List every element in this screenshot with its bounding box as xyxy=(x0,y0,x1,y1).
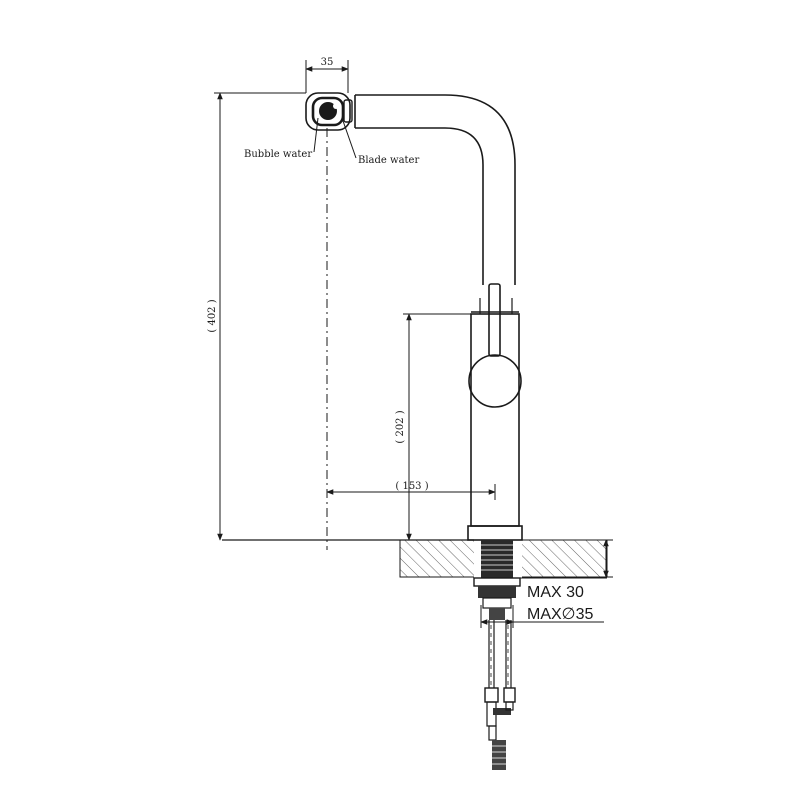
dim-body-height-label: ( 202 ) xyxy=(395,410,406,443)
dim-total-height xyxy=(214,92,306,541)
spout xyxy=(354,94,516,285)
dim-reach-label: ( 153 ) xyxy=(395,481,428,492)
dim-spray-width xyxy=(305,60,349,93)
countertop xyxy=(222,538,608,578)
threaded-shank xyxy=(473,540,521,620)
dim-hole-diameter xyxy=(480,605,604,628)
dim-reach xyxy=(326,484,496,500)
dim-counter-thickness xyxy=(520,539,613,579)
dim-body-height xyxy=(403,313,471,541)
max-hole-label: MAX∅35 xyxy=(527,606,594,623)
callout-leaders xyxy=(313,117,357,159)
dim-spray-width-label: 35 xyxy=(321,57,334,68)
spray-head-icon xyxy=(305,92,353,131)
dim-total-height-label: ( 402 ) xyxy=(207,299,218,332)
supply-hoses xyxy=(484,620,516,770)
blade-water-label: Blade water xyxy=(358,155,419,166)
handle xyxy=(468,283,522,408)
bubble-water-label: Bubble water xyxy=(244,149,312,160)
max-thickness-label: MAX 30 xyxy=(527,584,584,601)
faucet-body xyxy=(467,298,523,541)
